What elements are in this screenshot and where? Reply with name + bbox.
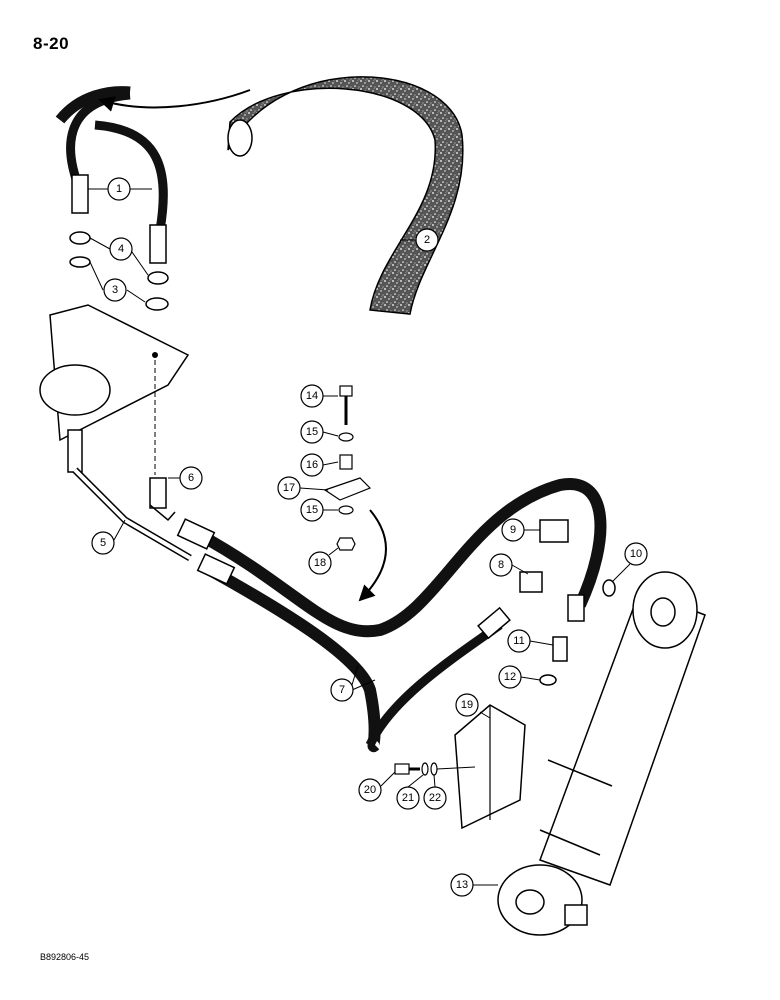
callout-label: 20: [364, 784, 376, 796]
callout-label: 8: [498, 559, 504, 571]
callout-label: 3: [112, 284, 118, 296]
callout-10: 10: [611, 542, 648, 583]
callout-12: 12: [498, 665, 541, 689]
callout-label: 13: [456, 879, 468, 891]
callout-label: 9: [510, 524, 516, 536]
callout-label: 7: [339, 684, 345, 696]
callout-19: 19: [455, 693, 491, 719]
callout-13: 13: [450, 873, 498, 897]
callout-label: 17: [283, 482, 295, 494]
callout-3: 3: [89, 261, 146, 303]
callout-label: 2: [424, 234, 430, 246]
cylinder-fittings: [519, 519, 616, 686]
callout-label: 6: [188, 472, 194, 484]
callout-1: 1: [88, 177, 152, 201]
callout-7: 7: [330, 664, 376, 702]
callout-label: 4: [118, 243, 124, 255]
clamp-hardware: [323, 385, 387, 602]
nuts-washers: [69, 231, 169, 311]
callout-11: 11: [507, 629, 554, 653]
page-number: 8-20: [33, 34, 70, 53]
hydraulic-cylinder: [497, 571, 706, 936]
callout-6: 6: [168, 466, 203, 490]
protective-sleeve: [98, 76, 464, 315]
callout-15b: 15: [300, 498, 338, 522]
callout-label: 12: [504, 671, 516, 683]
callout-label: 15: [306, 426, 318, 438]
callout-label: 22: [429, 792, 441, 804]
callout-15a: 15: [300, 420, 339, 444]
callout-label: 18: [314, 557, 326, 569]
mounting-plate: [39, 304, 190, 475]
callout-2: 2: [400, 228, 439, 252]
callout-8: 8: [489, 553, 529, 577]
callout-22: 22: [423, 774, 447, 810]
callout-label: 21: [402, 792, 414, 804]
callout-17: 17: [277, 476, 329, 500]
callout-4: 4: [89, 237, 149, 276]
catalog-code: B892806-45: [40, 952, 90, 962]
callout-label: 19: [461, 699, 473, 711]
mounting-bracket: [394, 704, 526, 830]
callout-14: 14: [300, 384, 338, 408]
steel-tube: [67, 429, 192, 562]
long-hoses: [176, 478, 607, 753]
callout-label: 10: [630, 548, 642, 560]
callout-label: 11: [513, 635, 524, 647]
callout-18: 18: [308, 547, 339, 575]
callout-group: 1 2 3 4 5 6 7: [88, 177, 648, 897]
callout-20: 20: [358, 771, 396, 802]
callout-label: 15: [306, 504, 318, 516]
callout-9: 9: [501, 518, 540, 542]
callout-5: 5: [91, 519, 126, 555]
callout-label: 16: [306, 459, 318, 471]
callout-label: 14: [306, 390, 318, 402]
callout-label: 5: [100, 537, 106, 549]
callout-label: 1: [116, 183, 122, 195]
callout-16: 16: [300, 453, 339, 477]
callout-21: 21: [396, 774, 424, 810]
